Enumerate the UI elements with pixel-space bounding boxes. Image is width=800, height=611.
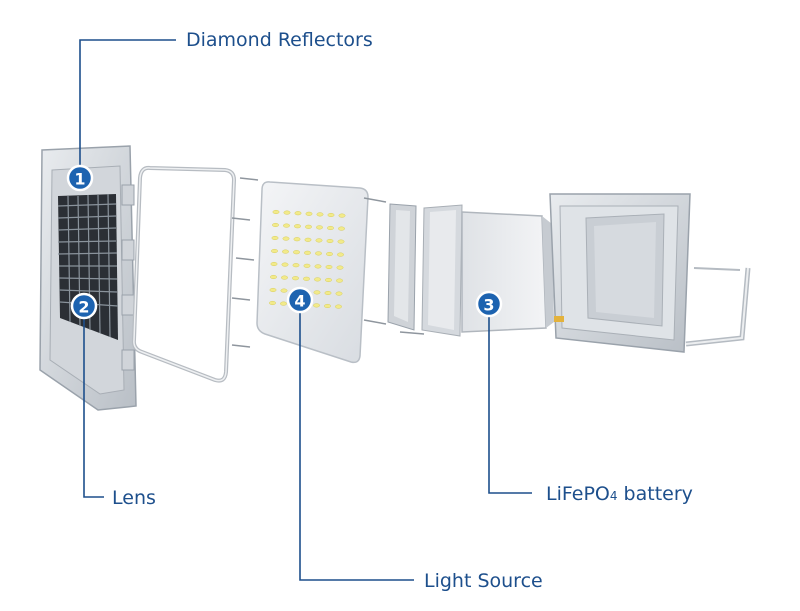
led-dot	[335, 291, 343, 296]
led-dot	[270, 261, 278, 267]
led-dot	[292, 263, 300, 268]
battery-part	[461, 211, 554, 333]
badge-1-number: 1	[74, 170, 85, 189]
led-dot	[271, 235, 279, 241]
light-source-part	[256, 181, 369, 364]
led-dot	[280, 288, 288, 293]
lens-part	[131, 165, 237, 383]
led-dot	[269, 300, 276, 306]
led-dot	[326, 238, 334, 244]
led-dot	[315, 238, 323, 243]
led-dot	[281, 275, 288, 280]
badge-3: 3	[475, 290, 503, 318]
label-battery-subscript: 4	[610, 489, 618, 503]
badge-1: 1	[66, 164, 94, 192]
led-dot	[314, 277, 321, 282]
led-dot	[316, 212, 324, 217]
label-diamond-reflectors: Diamond Reflectors	[186, 29, 373, 51]
led-dot	[272, 222, 279, 228]
led-dot	[303, 263, 311, 268]
led-dot	[316, 225, 323, 230]
led-dot	[315, 251, 322, 256]
led-dot	[294, 211, 302, 216]
led-dot	[325, 264, 333, 270]
label-battery-rest: battery	[618, 483, 693, 505]
badge-3-number: 3	[483, 296, 494, 315]
led-dot	[313, 303, 320, 308]
led-dot	[314, 264, 322, 269]
screws	[231, 177, 259, 348]
led-dot	[337, 239, 345, 244]
label-light-source: Light Source	[424, 570, 543, 592]
led-dot	[294, 224, 301, 229]
leader-line-light-source	[299, 300, 414, 581]
led-dot	[327, 212, 335, 218]
led-dot	[327, 225, 334, 231]
led-dot	[293, 237, 301, 242]
led-dot	[326, 251, 333, 257]
led-dot	[304, 250, 311, 255]
badge-2: 2	[70, 292, 98, 320]
led-dot	[292, 276, 299, 281]
led-dot	[335, 304, 342, 309]
led-dot	[337, 252, 344, 257]
led-dot	[271, 248, 278, 254]
badge-2-number: 2	[78, 298, 89, 317]
led-dot	[283, 210, 291, 215]
label-battery-main: LiFePO	[546, 483, 610, 505]
led-dot	[338, 213, 346, 218]
leader-line-lens	[83, 306, 104, 498]
led-dot	[313, 290, 321, 295]
label-battery: LiFePO4 battery	[546, 483, 693, 505]
leader-line-diamond-reflectors	[79, 39, 176, 178]
leader-line-battery	[488, 304, 532, 494]
led-dot	[336, 265, 344, 270]
rear-housing-part	[549, 193, 741, 353]
led-dot	[272, 209, 280, 215]
led-array	[269, 209, 346, 309]
mounting-bracket-part	[685, 267, 751, 347]
led-dot	[324, 303, 331, 309]
led-dot	[325, 277, 332, 283]
led-dot	[324, 290, 332, 296]
led-dot	[336, 278, 343, 283]
led-dot	[305, 211, 313, 216]
led-dot	[269, 287, 277, 293]
badge-4: 4	[286, 286, 314, 314]
led-dot	[282, 249, 289, 254]
label-lens: Lens	[112, 487, 156, 509]
led-dot	[281, 262, 289, 267]
led-dot	[280, 301, 287, 306]
reflector-grid	[57, 193, 119, 340]
led-dot	[283, 223, 290, 228]
led-dot	[303, 276, 310, 281]
front-frame-part	[39, 145, 137, 411]
led-dot	[282, 236, 290, 241]
led-dot	[293, 250, 300, 255]
badge-4-number: 4	[294, 292, 305, 311]
led-dot	[338, 226, 345, 231]
led-dot	[305, 224, 312, 229]
led-dot	[304, 237, 312, 242]
led-dot	[270, 274, 277, 280]
heatsink-part	[363, 197, 463, 337]
